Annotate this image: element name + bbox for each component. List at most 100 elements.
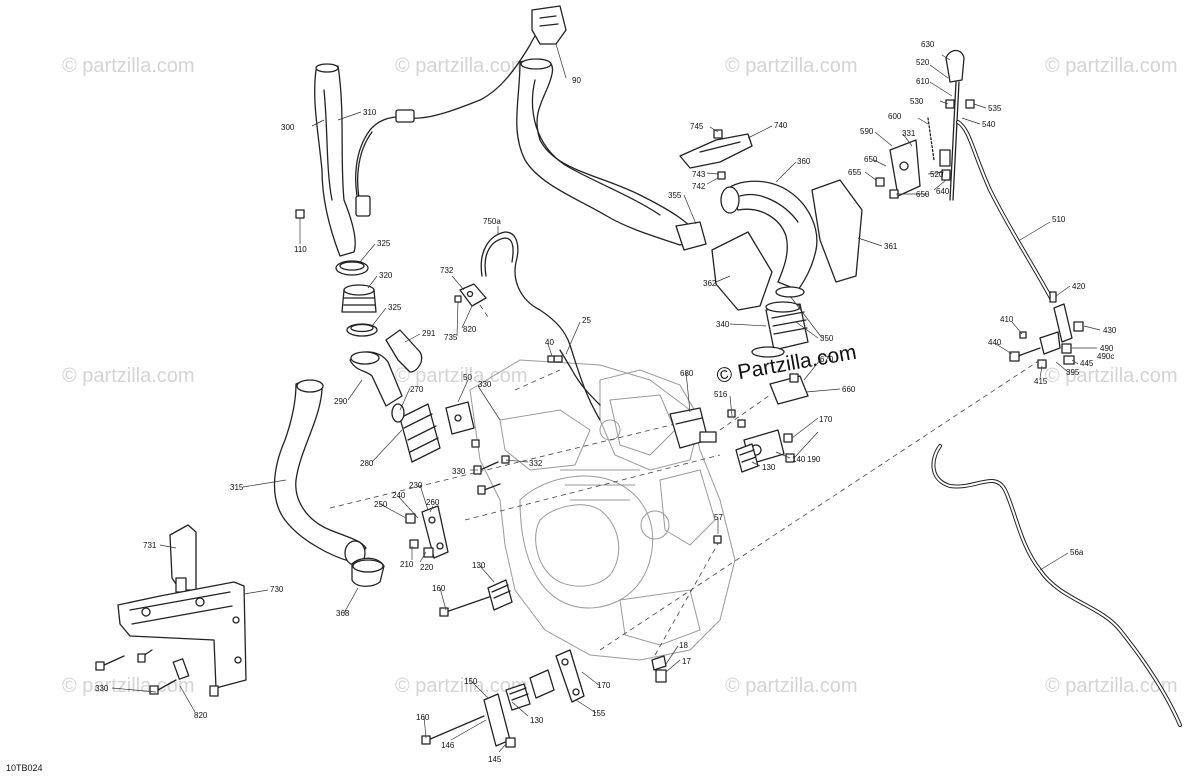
- clamp-325-lower: [346, 323, 378, 337]
- callout-130: 130: [472, 561, 486, 570]
- callout-145: 145: [488, 755, 502, 764]
- clamp-350-upper: [775, 286, 805, 298]
- callout-90: 90: [572, 76, 581, 85]
- callout-520: 520: [930, 170, 944, 179]
- callout-362: 362: [703, 279, 717, 288]
- gear-assembly-bottom: [421, 669, 555, 748]
- callout-332: 332: [529, 459, 543, 468]
- assembly-lines: [329, 289, 1041, 656]
- callout-740: 740: [774, 121, 788, 130]
- cover-362: [711, 231, 773, 311]
- callout-820: 820: [463, 325, 477, 334]
- callout-368: 368: [336, 609, 350, 618]
- callout-340: 340: [716, 320, 730, 329]
- callout-210: 210: [400, 560, 414, 569]
- callout-150: 150: [464, 677, 478, 686]
- callout-140: 140: [792, 455, 806, 464]
- plate-50: [445, 401, 475, 435]
- filter-340: [765, 301, 809, 351]
- hose-56a: [931, 444, 1182, 727]
- bracket-730: [117, 581, 247, 689]
- cover-361: [811, 179, 863, 283]
- callout-310: 310: [363, 108, 377, 117]
- callout-331: 331: [902, 129, 916, 138]
- gear-130-right: [735, 443, 759, 473]
- diagram-reference-code: 10TB024: [6, 763, 43, 773]
- callout-18: 18: [679, 641, 688, 650]
- callout-630: 630: [921, 40, 935, 49]
- coupling-270: [391, 403, 441, 463]
- callout-280: 280: [360, 459, 374, 468]
- callout-160: 160: [432, 584, 446, 593]
- watermark: © partzilla.com: [395, 675, 528, 697]
- watermark: © partzilla.com: [62, 365, 195, 387]
- callout-440: 440: [988, 338, 1002, 347]
- callout-230: 230: [409, 481, 423, 490]
- callout-745: 745: [690, 122, 704, 131]
- callout-355: 355: [668, 191, 682, 200]
- watermark: © partzilla.com: [725, 675, 858, 697]
- callout-730: 730: [270, 585, 284, 594]
- connector-90: [531, 5, 567, 45]
- callout-50: 50: [463, 373, 472, 382]
- gear-130-lower: [439, 579, 513, 617]
- callout-290: 290: [334, 397, 348, 406]
- callout-516: 516: [714, 390, 728, 399]
- callout-415: 415: [1034, 377, 1048, 386]
- bracket-732: [454, 283, 487, 307]
- wire-harness: [355, 24, 546, 217]
- callout-530: 530: [910, 97, 924, 106]
- bracket-740: [679, 129, 753, 180]
- callout-labels: 90 310 300 110 325 320 325 291 290 270 2…: [95, 40, 1117, 764]
- callout-240: 240: [392, 491, 406, 500]
- callout-17: 17: [682, 657, 691, 666]
- clamp-368: [351, 557, 385, 587]
- callout-130: 130: [530, 716, 544, 725]
- callout-155: 155: [592, 709, 606, 718]
- callout-420: 420: [1072, 282, 1086, 291]
- callout-190: 190: [807, 455, 821, 464]
- callout-655: 655: [848, 168, 862, 177]
- clamp-350-lower: [751, 346, 785, 358]
- callout-670: 670: [820, 355, 834, 364]
- air-duct-310: [314, 63, 356, 257]
- callout-610: 610: [916, 77, 930, 86]
- callout-360: 360: [797, 157, 811, 166]
- callout-250: 250: [374, 500, 388, 509]
- actuator-680: [669, 407, 717, 449]
- mount-bracket-260: [405, 505, 449, 559]
- watermark: © partzilla.com: [1045, 365, 1178, 387]
- callout-57: 57: [714, 513, 723, 522]
- watermark: © partzilla.com: [725, 55, 858, 77]
- callout-270: 270: [410, 385, 424, 394]
- intake-duct-300: [516, 58, 707, 251]
- callout-330: 330: [452, 467, 466, 476]
- callout-520: 520: [916, 58, 930, 67]
- shift-lever-assembly: [875, 81, 975, 201]
- callout-130: 130: [762, 463, 776, 472]
- callout-731: 731: [143, 541, 157, 550]
- callout-640: 640: [936, 187, 950, 196]
- linkage-490: [1009, 303, 1084, 369]
- callout-25: 25: [582, 316, 591, 325]
- fitting-17: [651, 655, 667, 683]
- callout-445: 445: [1080, 359, 1094, 368]
- callout-490: 490: [1100, 344, 1114, 353]
- elbow-291: [385, 329, 423, 373]
- callout-146: 146: [441, 741, 455, 750]
- line-25: [553, 349, 601, 406]
- shift-knob-630: [945, 49, 965, 83]
- callout-330: 330: [95, 684, 109, 693]
- callout-291: 291: [422, 329, 436, 338]
- shift-cable-510: [956, 120, 1057, 303]
- callout-742: 742: [692, 182, 706, 191]
- leader-lines: [111, 43, 1101, 753]
- callout-750a: 750a: [483, 217, 501, 226]
- callout-56a: 56a: [1070, 548, 1084, 557]
- duct-315: [273, 379, 367, 566]
- callout-430: 430: [1103, 326, 1117, 335]
- callout-490c: 490c: [1097, 352, 1114, 361]
- watermark: © partzilla.com: [395, 55, 528, 77]
